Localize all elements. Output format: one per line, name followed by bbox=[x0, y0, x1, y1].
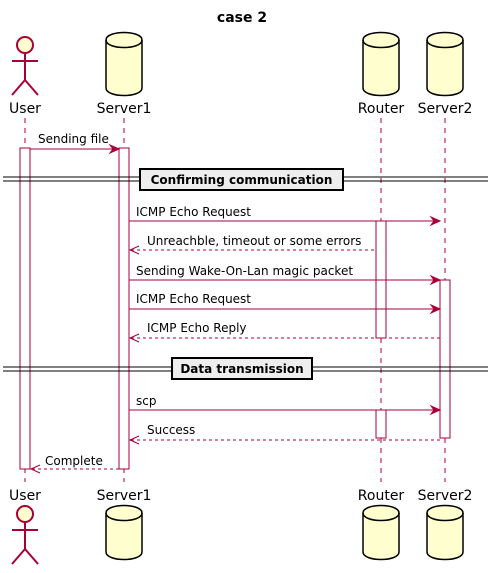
message-label: Sending Wake-On-Lan magic packet bbox=[136, 264, 353, 278]
activation-user bbox=[19, 147, 31, 470]
database-icon bbox=[426, 31, 464, 97]
database-icon bbox=[362, 504, 400, 561]
participant-label: Server2 bbox=[418, 101, 473, 117]
activation-server2 bbox=[439, 279, 451, 439]
participant-label: Server2 bbox=[418, 488, 473, 504]
participant-label: User bbox=[9, 101, 41, 117]
participant-router-bottom: Router bbox=[358, 488, 405, 561]
section-label: Confirming communication bbox=[151, 173, 333, 187]
message-label: Complete bbox=[45, 454, 103, 468]
message-icmp-echo-request-1: ICMP Echo Request bbox=[129, 205, 442, 227]
message-label: ICMP Echo Request bbox=[136, 292, 251, 306]
participant-router-top: Router bbox=[358, 31, 405, 117]
message-complete: Complete bbox=[29, 454, 119, 474]
activation-router-2 bbox=[375, 409, 387, 439]
database-icon bbox=[426, 504, 464, 561]
message-scp: scp bbox=[129, 394, 442, 416]
participant-label: User bbox=[9, 488, 41, 504]
activation-server1 bbox=[118, 147, 130, 470]
participant-label: Router bbox=[358, 488, 405, 504]
section-divider-data: Data transmission bbox=[3, 357, 488, 380]
participant-label: Server1 bbox=[97, 488, 152, 504]
actor-icon bbox=[11, 505, 39, 565]
database-icon bbox=[105, 504, 143, 561]
participant-user-bottom: User bbox=[9, 488, 41, 565]
message-label: ICMP Echo Reply bbox=[147, 321, 247, 335]
participant-server2-bottom: Server2 bbox=[418, 488, 473, 561]
participant-server1-bottom: Server1 bbox=[97, 488, 152, 561]
participant-label: Server1 bbox=[97, 101, 152, 117]
section-divider-confirming: Confirming communication bbox=[3, 168, 488, 191]
message-label: Sending file bbox=[38, 132, 109, 146]
message-unreachable: Unreachble, timeout or some errors bbox=[128, 234, 376, 255]
message-label: Success bbox=[147, 423, 195, 437]
database-icon bbox=[105, 31, 143, 97]
participant-label: Router bbox=[358, 101, 405, 117]
participant-server2-top: Server2 bbox=[418, 31, 473, 117]
message-wake-on-lan: Sending Wake-On-Lan magic packet bbox=[129, 264, 442, 286]
actor-icon bbox=[11, 36, 39, 96]
message-label: ICMP Echo Request bbox=[136, 205, 251, 219]
message-sending-file: Sending file bbox=[30, 132, 121, 155]
participant-server1-top: Server1 bbox=[97, 31, 152, 117]
message-success: Success bbox=[128, 423, 440, 445]
message-icmp-echo-request-2: ICMP Echo Request bbox=[129, 292, 442, 315]
message-icmp-echo-reply: ICMP Echo Reply bbox=[128, 321, 440, 343]
participant-user-top: User bbox=[9, 36, 41, 117]
section-label: Data transmission bbox=[180, 362, 303, 376]
message-label: scp bbox=[136, 394, 156, 408]
database-icon bbox=[362, 31, 400, 97]
diagram-title: case 2 bbox=[217, 10, 267, 26]
message-label: Unreachble, timeout or some errors bbox=[147, 234, 361, 248]
